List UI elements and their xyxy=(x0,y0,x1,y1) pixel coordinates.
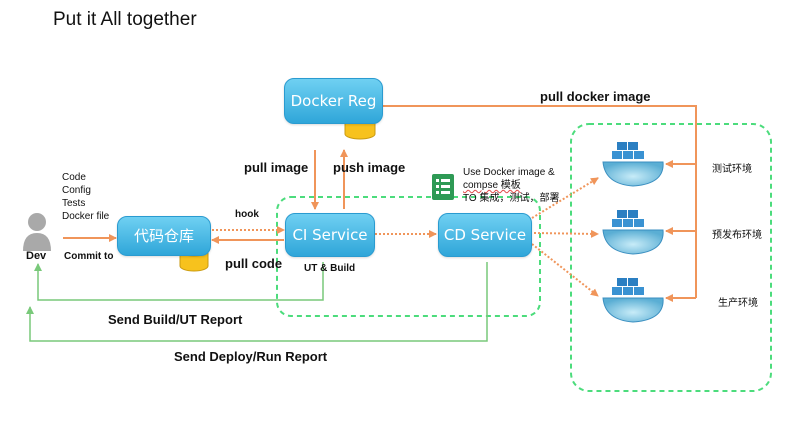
template-note: Use Docker image & compse 模板 TO 集成，测试，部署 xyxy=(463,166,559,205)
developer-icon xyxy=(23,213,51,251)
env-staging-label: 预发布环境 xyxy=(712,230,762,241)
cd-to-env3-arrow xyxy=(531,243,599,297)
hook-label: hook xyxy=(235,209,259,220)
environments-dashed-region xyxy=(570,123,772,392)
ci-service-node[interactable]: CI Service xyxy=(285,213,375,257)
pull-code-label: pull code xyxy=(225,256,283,271)
cd-to-env1-arrow xyxy=(531,177,599,219)
template-note-line1: Use Docker image & xyxy=(463,167,555,178)
cd-to-env2-arrow xyxy=(533,229,599,238)
pull-docker-image-line xyxy=(383,105,697,298)
ci-service-label: CI Service xyxy=(292,226,368,244)
ut-build-label: UT & Build xyxy=(304,263,356,274)
cd-service-label: CD Service xyxy=(443,226,527,244)
dev-note-dockerfile: Docker file xyxy=(62,211,110,222)
env-production-label: 生产环境 xyxy=(718,298,758,309)
env-test-label: 测试环境 xyxy=(712,164,752,175)
commit-label: Commit to xyxy=(64,251,114,262)
docker-whale-icon-test xyxy=(602,142,664,187)
docker-registry-node[interactable]: Docker Reg xyxy=(284,78,383,124)
template-note-line3: TO 集成，测试，部署 xyxy=(463,193,560,204)
dev-note-code: Code xyxy=(62,172,86,183)
dev-note-config: Config xyxy=(62,185,91,196)
code-repo-label: 代码仓库 xyxy=(133,227,194,245)
docker-registry-label: Docker Reg xyxy=(290,92,377,110)
dev-note-tests: Tests xyxy=(62,198,86,209)
pull-docker-image-label: pull docker image xyxy=(540,89,651,104)
push-image-label: push image xyxy=(333,160,406,175)
deploy-report-line xyxy=(26,262,488,342)
docker-whale-icon-production xyxy=(602,278,664,323)
docker-whale-icon-staging xyxy=(602,210,664,255)
ci-cd-dashed-region xyxy=(276,196,541,317)
code-repo-node[interactable]: 代码仓库 xyxy=(117,216,211,256)
dev-label: Dev xyxy=(26,250,47,262)
pull-image-label: pull image xyxy=(244,160,309,175)
build-report-label: Send Build/UT Report xyxy=(108,312,243,327)
build-report-line xyxy=(34,262,324,301)
cd-service-node[interactable]: CD Service xyxy=(438,213,532,257)
spreadsheet-template-icon xyxy=(432,174,454,200)
template-note-line2: compse 模板 xyxy=(463,180,521,191)
dev-notes: Code Config Tests Docker file xyxy=(62,171,109,223)
page-title: Put it All together xyxy=(53,9,197,30)
deploy-report-label: Send Deploy/Run Report xyxy=(174,349,328,364)
